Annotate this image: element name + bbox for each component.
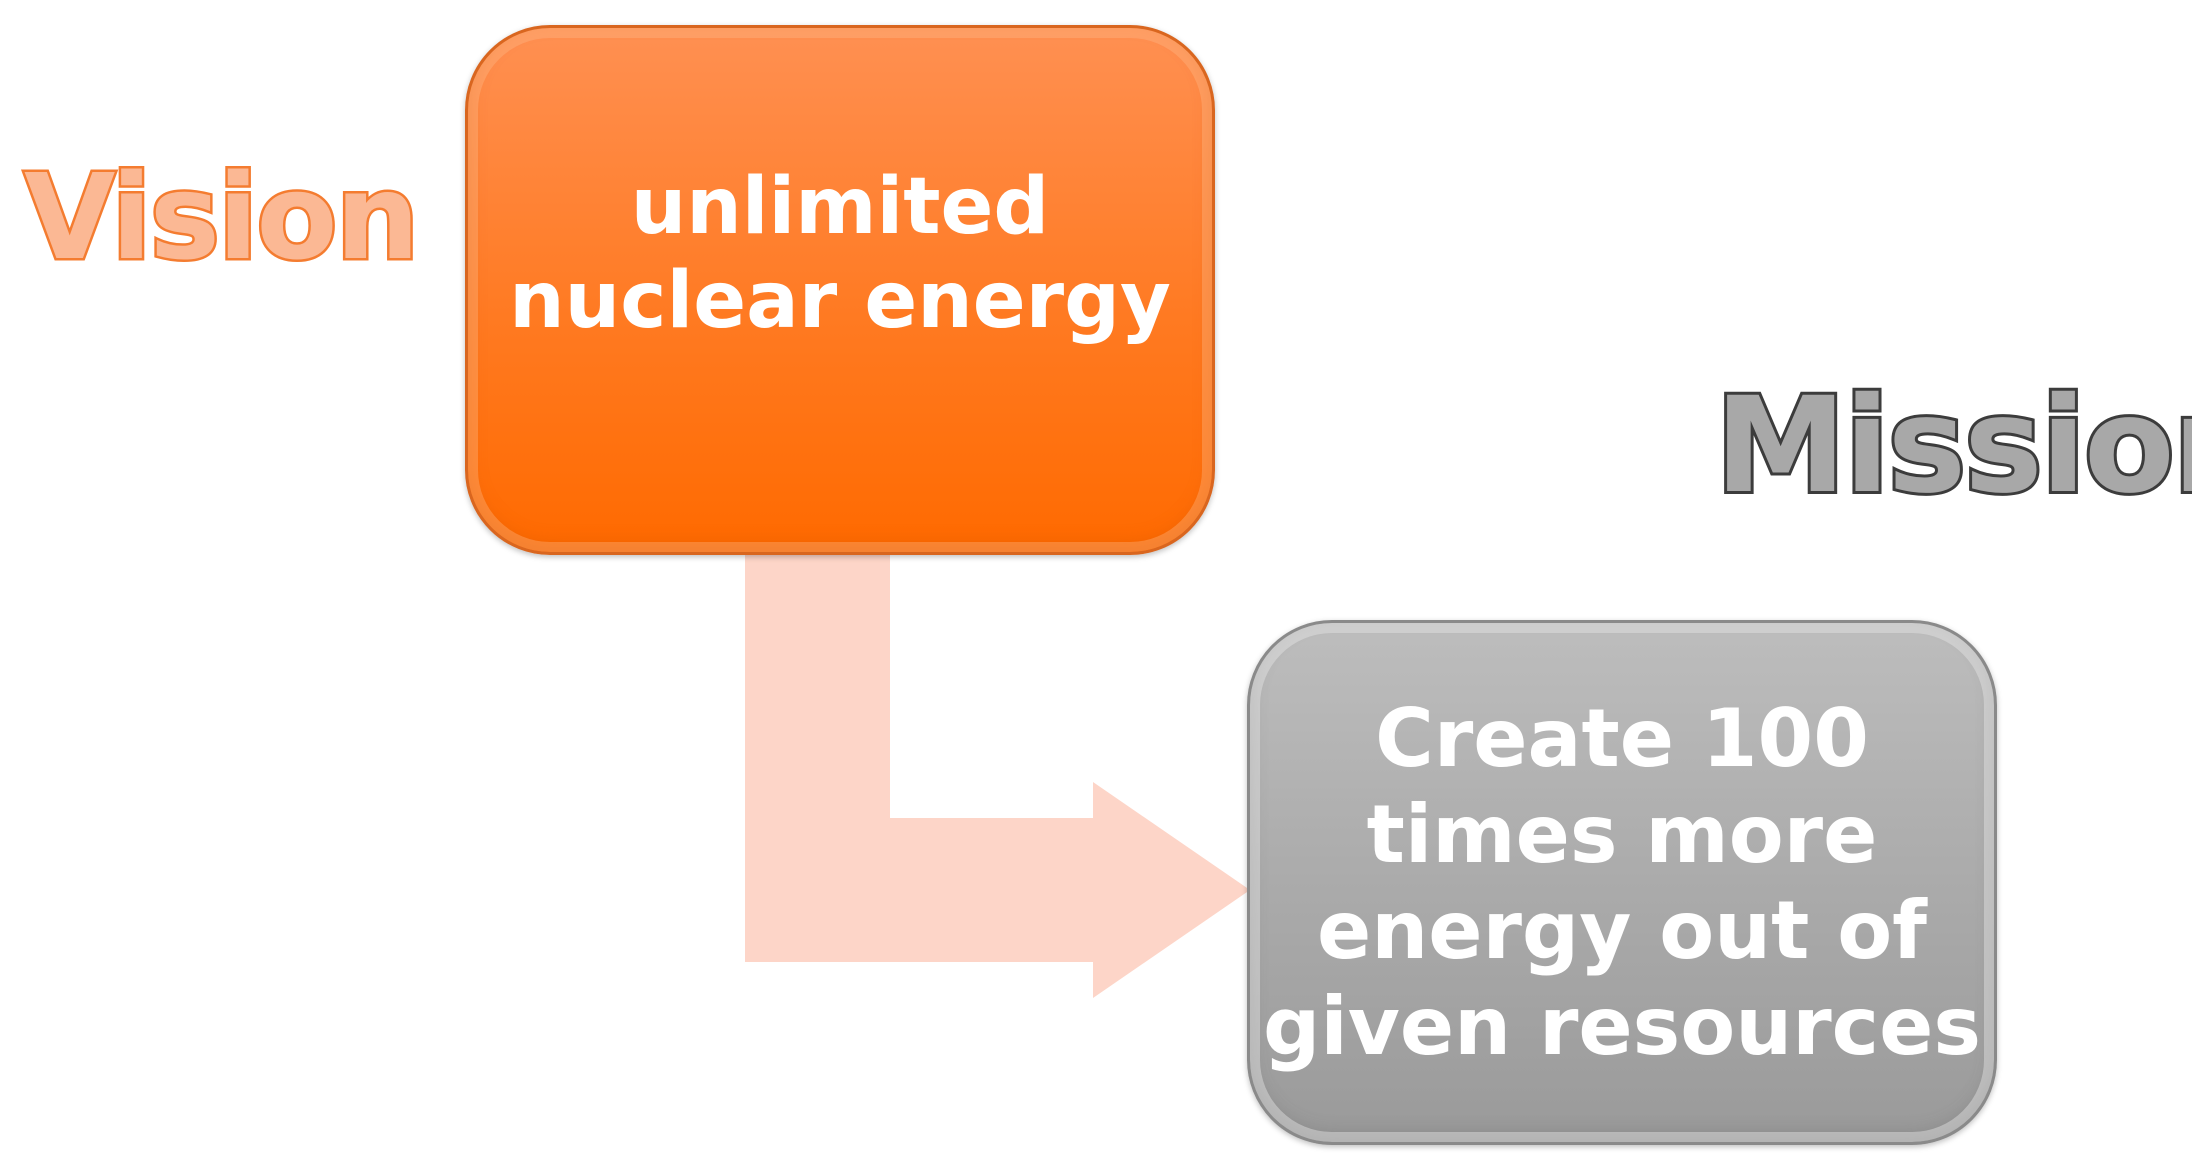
mission-statement-line: given resources <box>1263 979 1981 1073</box>
mission-statement-line: times more <box>1366 787 1878 881</box>
mission-statement: Create 100 times more energy out of give… <box>1263 691 1981 1075</box>
vision-heading: Vision <box>21 148 421 286</box>
vision-statement-line: nuclear energy <box>509 256 1171 346</box>
vision-statement: unlimited nuclear energy <box>509 161 1171 348</box>
mission-box: Create 100 times more energy out of give… <box>1247 620 1997 1145</box>
vision-statement-line: unlimited <box>630 162 1050 253</box>
vision-box: unlimited nuclear energy <box>465 25 1215 555</box>
mission-statement-line: energy out of <box>1317 883 1927 977</box>
mission-heading: Mission <box>1712 369 2192 523</box>
mission-statement-line: Create 100 <box>1375 691 1869 785</box>
flow-arrow-shape <box>745 555 1250 998</box>
